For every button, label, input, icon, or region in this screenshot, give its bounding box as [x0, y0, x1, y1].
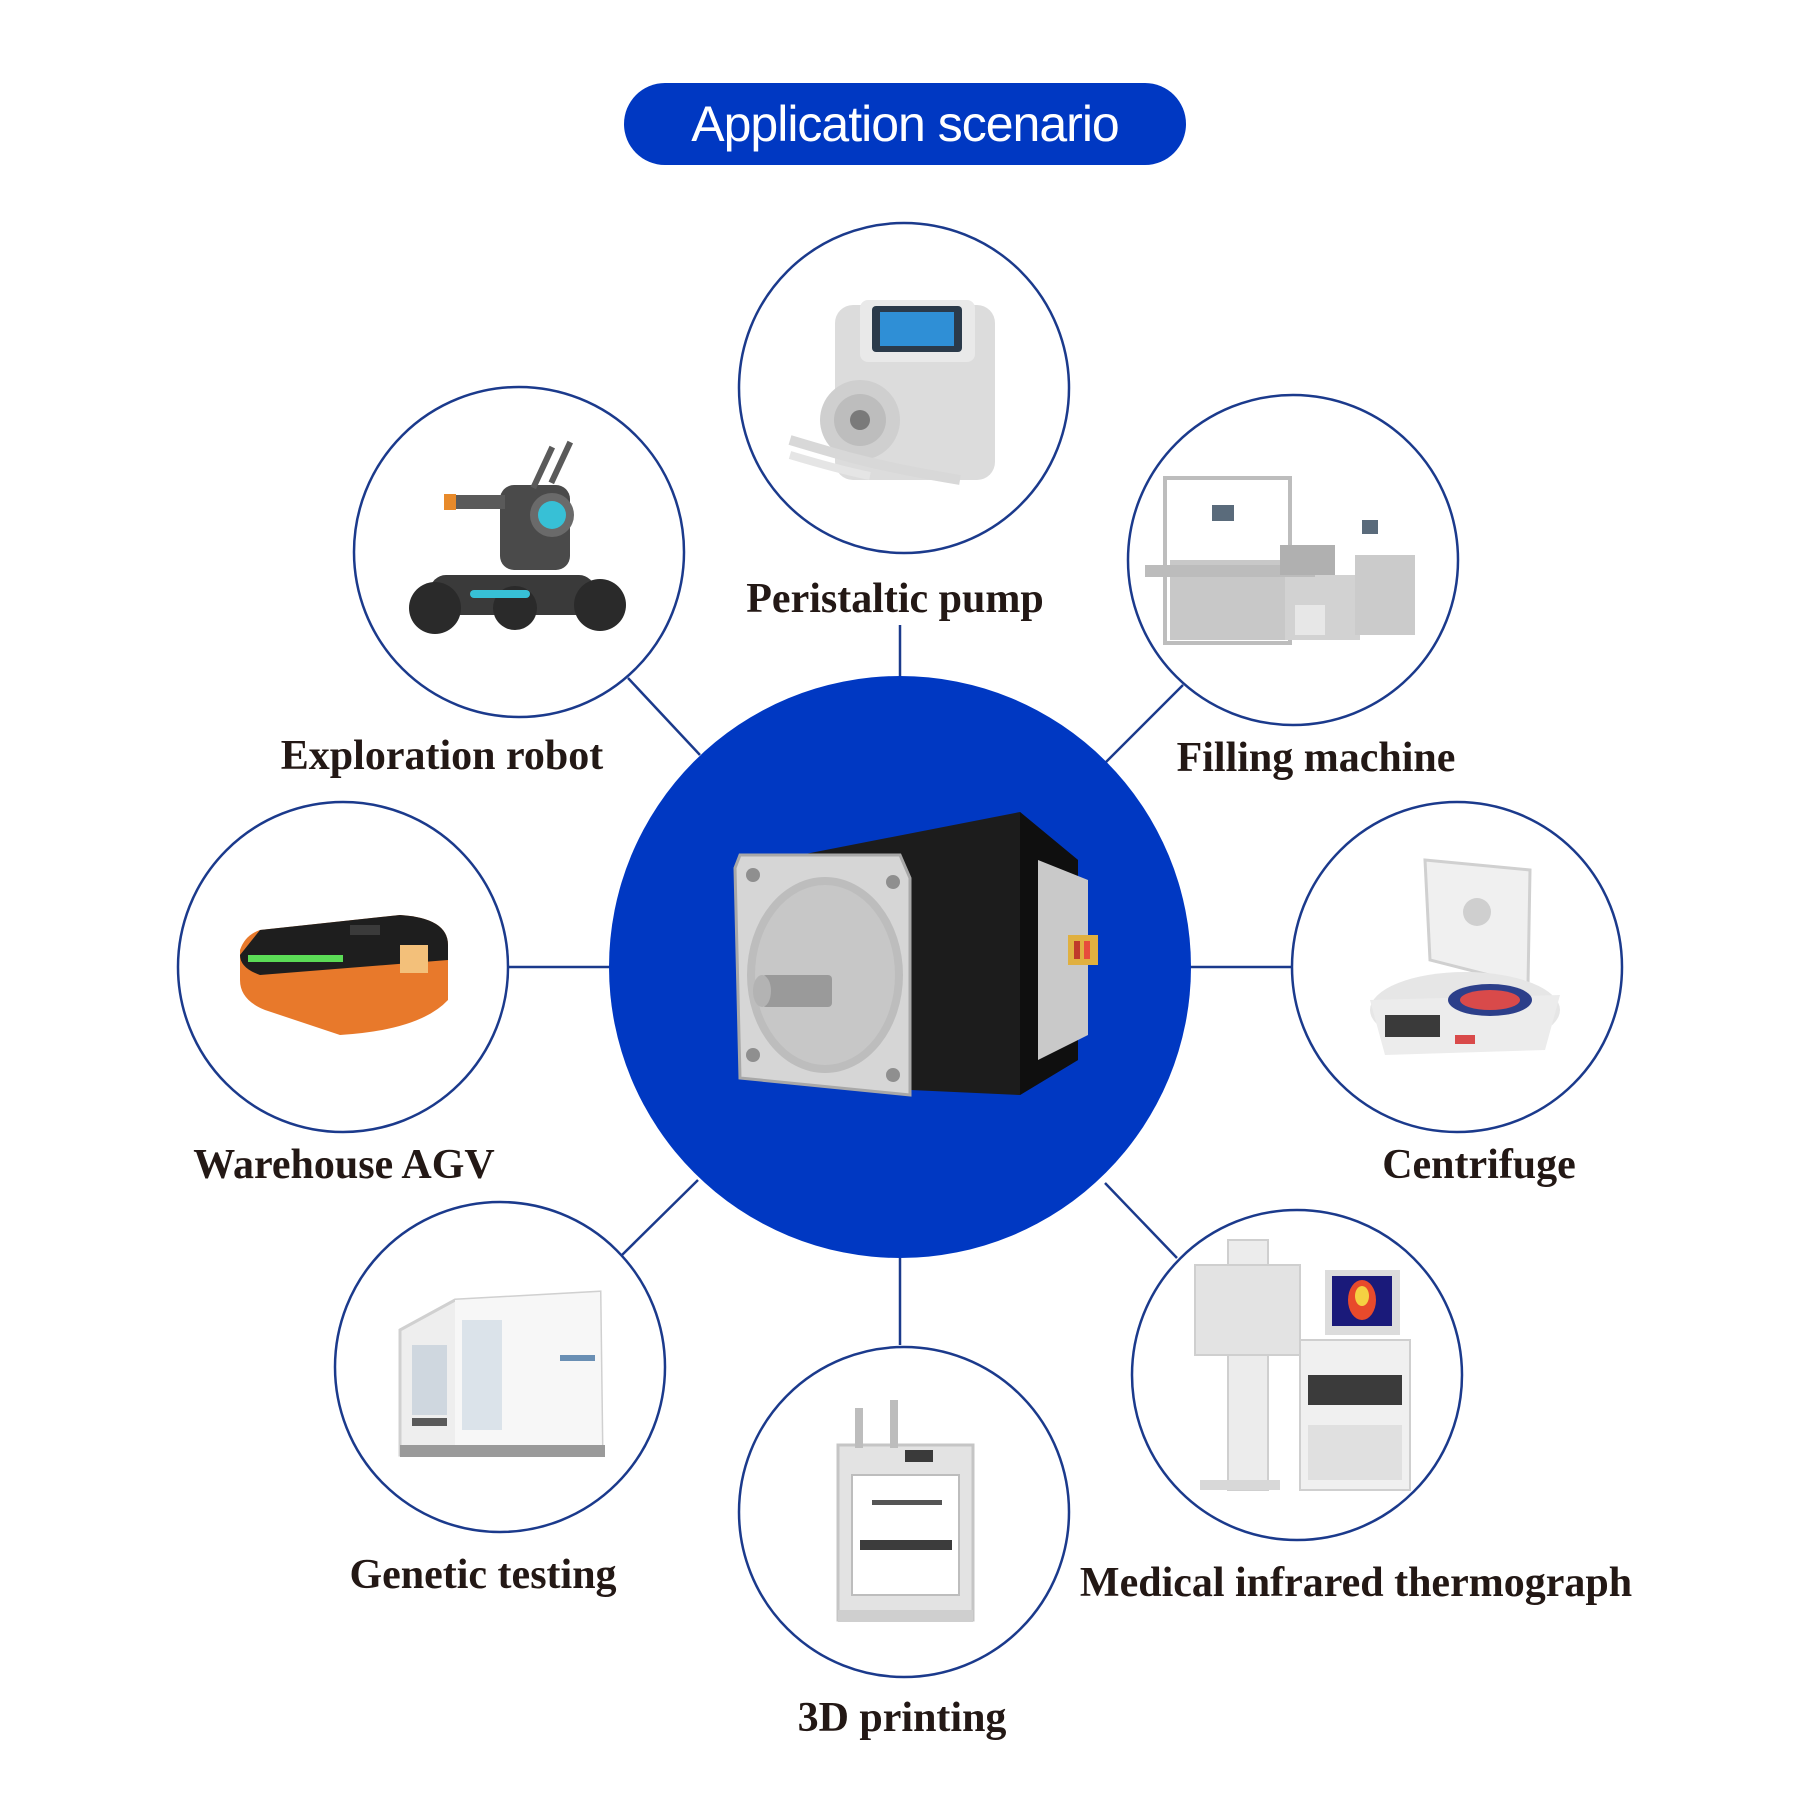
genetic-testing-icon: [398, 1290, 605, 1457]
3d-printer-icon: [836, 1400, 975, 1622]
label-centrifuge: Centrifuge: [1382, 1142, 1576, 1188]
centrifuge-icon: [1370, 858, 1560, 1055]
robot-icon: [409, 440, 626, 634]
node-genetic-testing: [333, 1200, 667, 1534]
thermograph-icon: [1194, 1239, 1411, 1491]
title-text: Application scenario: [691, 96, 1119, 152]
node-thermograph: [1130, 1208, 1464, 1542]
stepper-motor-icon: [733, 812, 1098, 1097]
center-hub: [609, 676, 1191, 1258]
label-exploration-robot: Exploration robot: [280, 733, 604, 779]
label-genetic-testing: Genetic testing: [349, 1552, 617, 1598]
node-peristaltic-pump: [737, 221, 1071, 555]
filling-machine-icon: [1145, 476, 1415, 645]
connector-thermograph: [1104, 1182, 1178, 1259]
peristaltic-pump-icon: [788, 300, 995, 485]
label-peristaltic-pump: Peristaltic pump: [746, 576, 1044, 622]
connectors: [508, 625, 1293, 1345]
label-filling-machine: Filling machine: [1176, 735, 1456, 781]
node-filling-machine: [1126, 393, 1460, 727]
label-3d-printing: 3D printing: [797, 1695, 1007, 1741]
application-rings: [176, 221, 1624, 1679]
node-warehouse-agv: [176, 800, 510, 1134]
label-warehouse-agv: Warehouse AGV: [193, 1142, 495, 1188]
node-centrifuge: [1290, 800, 1624, 1134]
title-banner: Application scenario: [624, 83, 1186, 165]
agv-icon: [240, 915, 448, 1035]
label-thermograph: Medical infrared thermograph: [1079, 1560, 1633, 1606]
node-3d-printing: [737, 1345, 1071, 1679]
ring-thermograph: [1130, 1208, 1464, 1542]
connector-filling-machine: [1104, 684, 1184, 764]
connector-genetic-testing: [621, 1179, 699, 1256]
connector-exploration-robot: [627, 677, 701, 756]
node-exploration-robot: [352, 385, 686, 719]
